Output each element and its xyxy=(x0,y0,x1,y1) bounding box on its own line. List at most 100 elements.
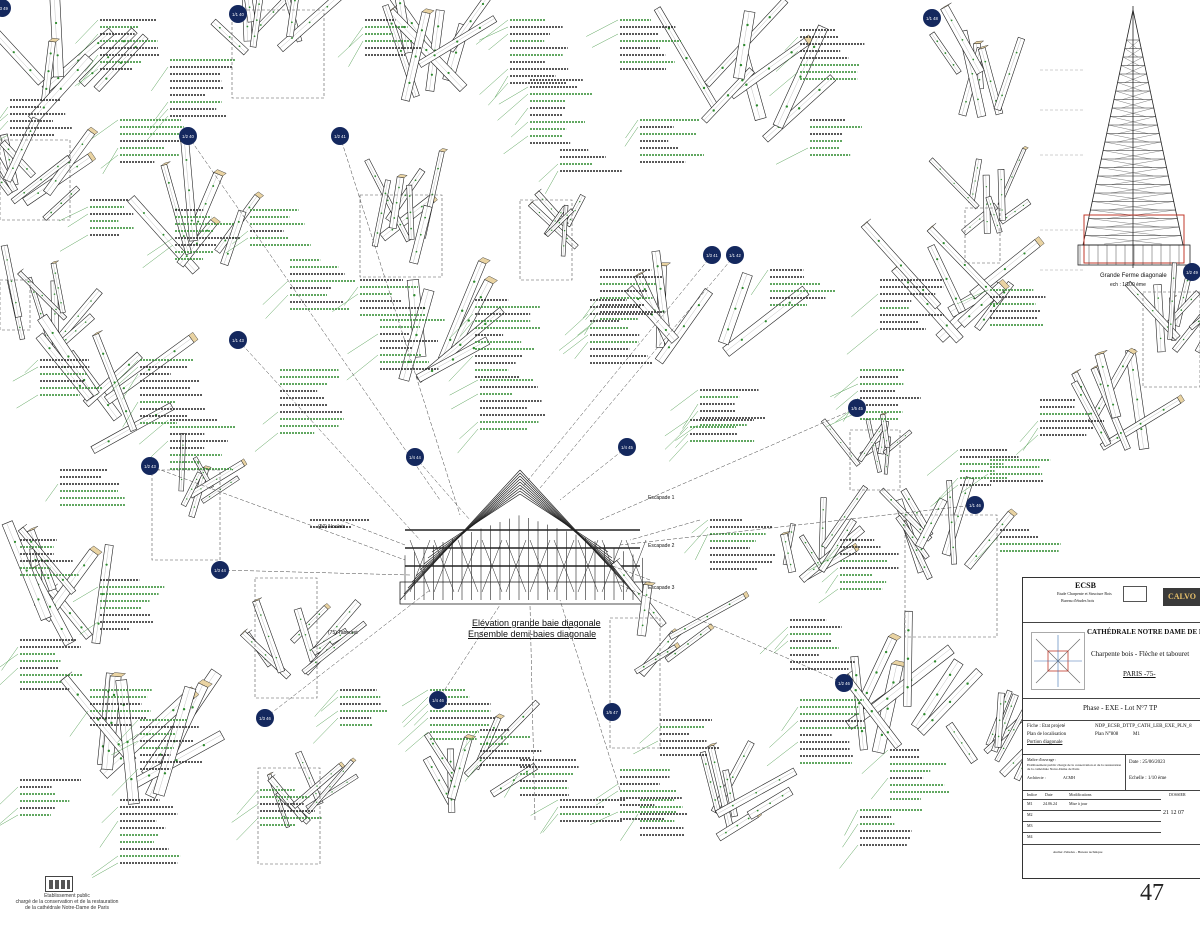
detail-14-bolt xyxy=(102,353,104,355)
detail-1-member xyxy=(0,19,45,85)
label-group-48-leader xyxy=(595,784,618,799)
spire-lattice xyxy=(1125,49,1138,58)
detail-27-bolt xyxy=(855,689,857,691)
detail-21-bolt xyxy=(924,566,926,568)
label-group-3-leader xyxy=(0,107,8,124)
detail-11-bolt xyxy=(955,297,957,299)
spire-lattice xyxy=(1110,117,1146,126)
detail-20-bolt xyxy=(787,552,789,554)
label-group-54-leader xyxy=(769,721,798,747)
detail-10-bolt xyxy=(734,308,736,310)
detail-29-bolt xyxy=(326,6,328,8)
detail-25-bolt xyxy=(684,628,686,630)
detail-5-bolt xyxy=(12,167,14,169)
label-group-50-leader xyxy=(639,727,658,743)
spire-lattice xyxy=(1127,57,1143,66)
detail-10-bolt xyxy=(741,339,743,341)
spire-lattice xyxy=(1112,176,1169,185)
spire-lattice xyxy=(1125,74,1147,83)
detail-7-bolt xyxy=(377,232,379,234)
detail-30-bolt xyxy=(986,186,987,187)
label-group-42-leader xyxy=(232,804,258,822)
detail-13-bolt xyxy=(54,293,56,295)
label-group-55-leader xyxy=(844,810,858,835)
detail-28-bolt xyxy=(1003,748,1005,750)
callout-label: 1/4 44 xyxy=(409,455,421,460)
spire-lattice xyxy=(1115,151,1163,160)
detail-23-bolt xyxy=(331,791,332,792)
label-group-12-leader xyxy=(539,164,558,182)
detail-19-bolt xyxy=(276,657,278,659)
detail-7-bolt xyxy=(385,193,387,195)
detail-26-bolt xyxy=(714,761,716,763)
detail-28-bolt xyxy=(999,719,1001,721)
detail-20-bolt xyxy=(785,541,787,543)
detail-19-bolt xyxy=(319,613,321,615)
label-group-4-leader xyxy=(92,120,118,139)
detail-5-bolt xyxy=(1,182,3,184)
spire-lattice xyxy=(1114,100,1144,109)
detail-21-bolt xyxy=(890,499,892,501)
detail-7-bolt xyxy=(387,200,389,202)
spire-lattice xyxy=(1126,66,1145,75)
detail-30-bolt xyxy=(1001,179,1002,180)
label-group-44-leader xyxy=(405,732,428,752)
detail-14-bolt xyxy=(67,355,69,357)
detail-19-bolt xyxy=(305,634,307,636)
detail-11-bolt xyxy=(968,315,970,317)
detail-27-bolt xyxy=(861,730,863,732)
detail-22-bolt xyxy=(108,750,110,752)
detail-20-bolt xyxy=(856,498,858,500)
detail-30-bolt xyxy=(990,203,991,204)
detail-14-bolt xyxy=(108,440,110,442)
detail-19-bolt xyxy=(260,614,262,616)
label-group-51-leader xyxy=(684,527,708,553)
detail-26-bolt xyxy=(743,755,745,757)
detail-27-bolt xyxy=(866,692,868,694)
detail-17-bolt xyxy=(887,455,888,456)
label-group-11-leader xyxy=(776,148,808,164)
detail-3-bolt xyxy=(790,51,792,53)
label-group-7-leader xyxy=(498,94,528,120)
center-caption-2: Ensemble demi-baies diagonale xyxy=(468,629,596,640)
detail-21-bolt xyxy=(916,512,918,514)
detail-3-bolt xyxy=(798,107,800,109)
label-group-40-leader xyxy=(92,856,118,875)
detail-29-bolt xyxy=(219,27,221,29)
detail-24-bolt xyxy=(454,786,456,788)
label-group-3-leader xyxy=(0,114,8,134)
leader-17 xyxy=(340,520,405,545)
detail-6-bolt xyxy=(196,242,198,244)
callout-label: 1/2 43 xyxy=(144,464,156,469)
detail-25-bolt xyxy=(642,625,644,627)
detail-29-bolt xyxy=(247,26,249,28)
label-group-1-leader xyxy=(75,20,98,44)
detail-10-bolt xyxy=(698,304,700,306)
detail-11-bolt xyxy=(907,281,909,283)
detail-3-bolt xyxy=(769,16,771,18)
label-sol: (50) Noulets xyxy=(318,522,345,533)
spire-lattice xyxy=(1127,40,1137,49)
label-group-10-leader xyxy=(625,127,638,146)
detail-17-bolt xyxy=(881,447,882,448)
detail-3-bolt xyxy=(818,89,820,91)
detail-15-bolt xyxy=(1163,409,1165,411)
dossier-number: 21 12 07 xyxy=(1163,810,1184,816)
detail-3-bolt xyxy=(727,94,729,96)
detail-28-bolt xyxy=(1013,729,1015,731)
detail-7-bolt xyxy=(410,211,412,213)
detail-10-bolt xyxy=(683,325,685,327)
label-group-56-leader xyxy=(862,750,888,774)
detail-6-bolt xyxy=(227,253,229,255)
detail-11-bolt xyxy=(878,240,880,242)
detail-7-bolt xyxy=(409,195,411,197)
detail-5-bolt xyxy=(76,166,78,168)
architecte-label: Architecte : xyxy=(1027,775,1046,780)
detail-19-bolt xyxy=(309,649,311,651)
detail-14-bolt xyxy=(148,369,150,371)
spire-lattice xyxy=(1122,100,1152,109)
detail-27-bolt xyxy=(906,686,908,688)
detail-17-cut-face xyxy=(880,413,887,415)
detail-14-bolt xyxy=(48,347,50,349)
detail-6-bolt xyxy=(168,182,170,184)
